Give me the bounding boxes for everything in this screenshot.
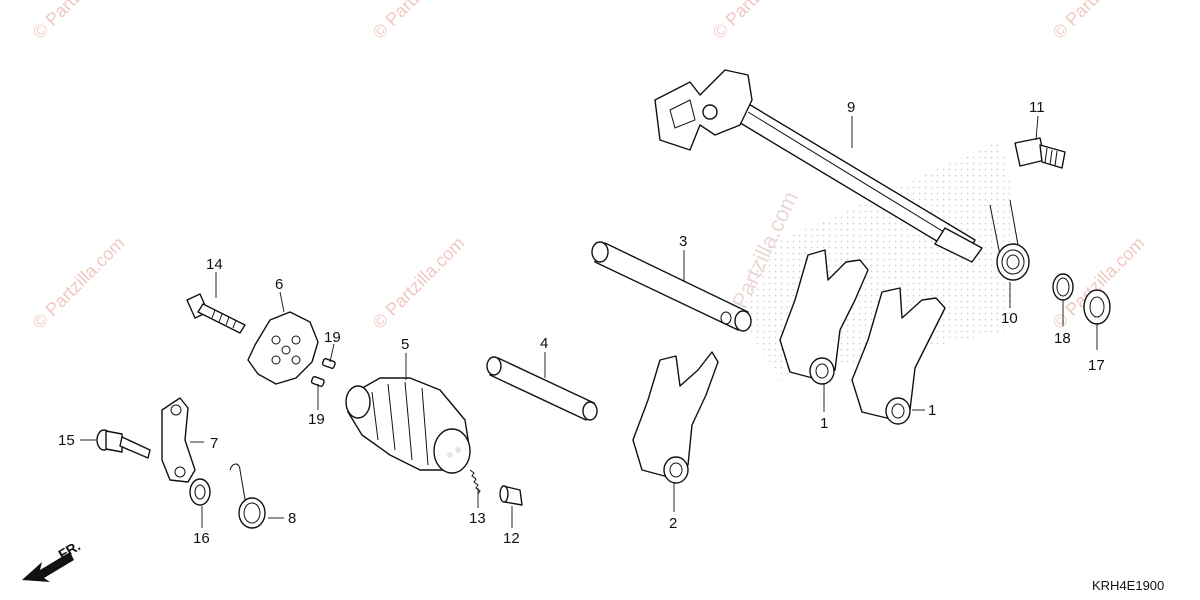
- callout-label: 12: [503, 530, 520, 547]
- callout-label: 16: [193, 530, 210, 547]
- callout-label: 2: [669, 515, 677, 532]
- part-stopper-spring: [229, 463, 266, 529]
- part-return-spring: [989, 199, 1030, 281]
- part-shift-fork-center: [632, 351, 719, 484]
- part-guide-shaft: [486, 356, 598, 421]
- part-dowel-pin: [321, 357, 336, 369]
- callout-labels: 1 1 2 3 4 5 6 7 8 9 10 11 12 13 14 15 16…: [58, 99, 1105, 547]
- part-circlip: [1052, 273, 1074, 301]
- watermark: © Partzilla.com: [369, 233, 469, 333]
- callout-label: 14: [206, 256, 223, 273]
- part-fork-shaft: [591, 241, 752, 332]
- watermark: © Partzilla.com: [369, 0, 469, 43]
- callout-label: 10: [1001, 310, 1018, 327]
- part-shift-fork-a: [779, 249, 869, 385]
- part-pin: [499, 485, 523, 506]
- diagram-code: KRH4E1900: [1092, 578, 1164, 593]
- callout-label: 3: [679, 233, 687, 250]
- watermark: © Partzilla.com: [709, 0, 809, 43]
- callout-label: 1: [928, 402, 936, 419]
- part-shift-fork-b: [851, 287, 946, 425]
- callout-label: 11: [1029, 99, 1045, 116]
- callout-label: 9: [847, 99, 855, 116]
- part-dowel-pin: [310, 375, 325, 387]
- part-shift-drum: [345, 377, 471, 474]
- part-stud-bolt: [1014, 137, 1066, 169]
- callout-label: 4: [540, 335, 548, 352]
- watermark: © Partzilla.com: [29, 233, 129, 333]
- part-bolt: [186, 293, 246, 334]
- part-stopper-arm: [161, 397, 196, 483]
- callout-label: 15: [58, 432, 75, 449]
- watermark: © Partzilla.com: [29, 0, 129, 43]
- callout-label: 6: [275, 276, 283, 293]
- part-washer-small: [189, 478, 211, 506]
- part-shift-shaft: [654, 69, 983, 263]
- callout-label: 18: [1054, 330, 1071, 347]
- arrow-icon: [22, 552, 74, 582]
- callout-label: 19: [308, 411, 325, 428]
- callout-label: 17: [1088, 357, 1105, 374]
- watermark: © Partzilla.com: [1049, 0, 1149, 43]
- front-direction-indicator: FR.: [22, 537, 83, 582]
- part-detent-spring: [469, 469, 481, 495]
- leader-lines: [80, 115, 1098, 528]
- callout-label: 5: [401, 336, 409, 353]
- callout-label: 13: [469, 510, 486, 527]
- part-cam-plate: [247, 311, 319, 385]
- part-flange-bolt: [96, 429, 151, 459]
- callout-label: 8: [288, 510, 296, 527]
- callout-label: 1: [820, 415, 828, 432]
- callout-label: 7: [210, 435, 218, 452]
- part-washer: [1083, 289, 1111, 325]
- callout-label: 19: [324, 329, 341, 346]
